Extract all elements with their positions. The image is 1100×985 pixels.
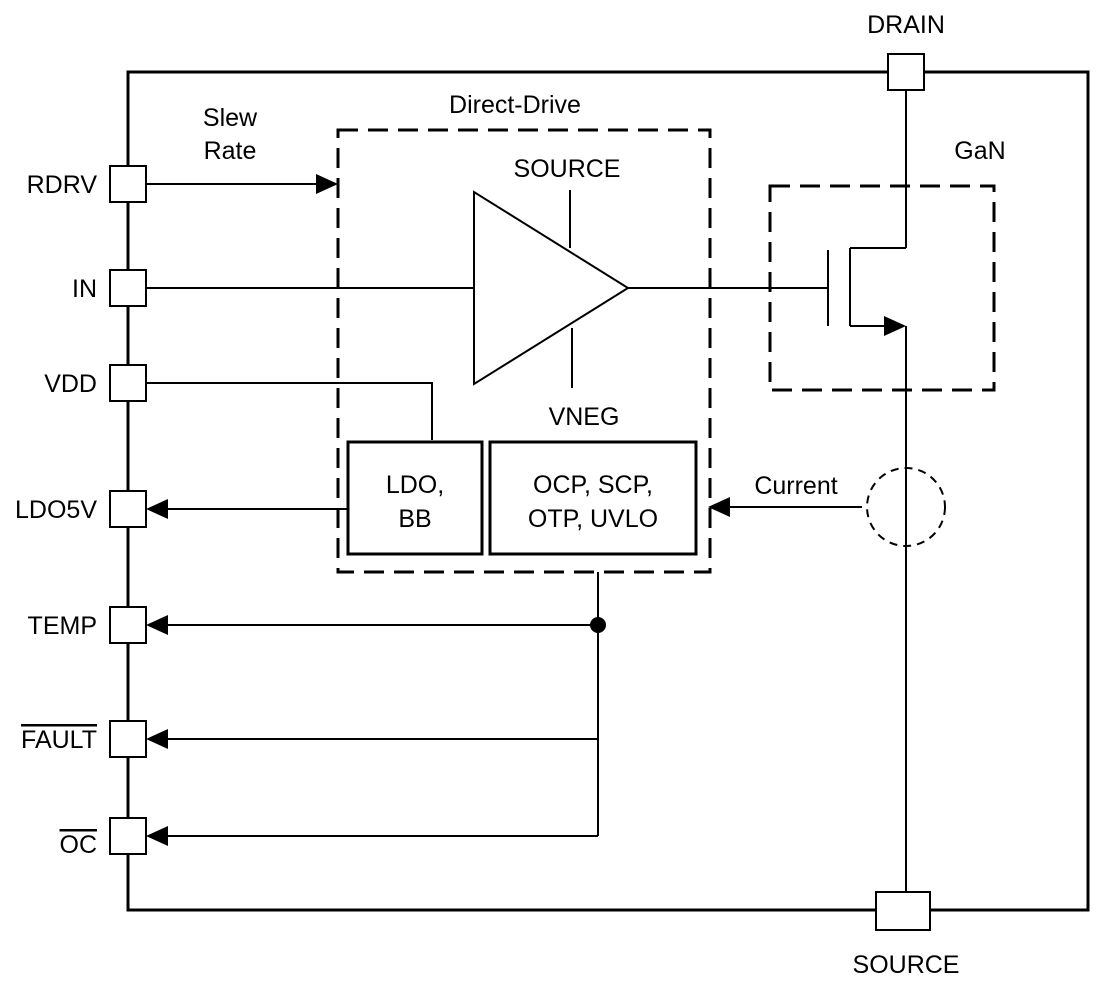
gate-driver-triangle — [473, 190, 630, 386]
ldo5v-arrow — [146, 499, 168, 519]
gan-label: GaN — [954, 137, 1005, 165]
direct-drive-region — [336, 128, 712, 574]
vdd-label: VDD — [44, 370, 97, 398]
driver-vneg-label: VNEG — [549, 403, 620, 431]
slew-rate-label-line2: Rate — [204, 137, 257, 165]
ldo5v-pad — [109, 490, 147, 528]
current-arrow — [708, 497, 730, 517]
fault-arrow — [146, 729, 168, 749]
driver-source-label: SOURCE — [514, 155, 621, 183]
fet-arrow — [884, 316, 906, 336]
protection-block — [488, 440, 698, 556]
temp-arrow — [146, 615, 168, 635]
current-sense-circle — [866, 467, 946, 547]
current-label: Current — [754, 472, 837, 500]
protection-label-line2: OTP, UVLO — [528, 505, 658, 533]
temp-pad — [109, 606, 147, 644]
drain-label: DRAIN — [867, 11, 945, 39]
ldo-label-line1: LDO, — [386, 471, 444, 499]
ldo5v-label: LDO5V — [15, 496, 97, 524]
rdrv-pad — [109, 165, 147, 203]
oc-label: OC — [60, 831, 98, 859]
source-label: SOURCE — [853, 951, 960, 979]
vdd-line — [146, 382, 433, 440]
rdrv-label: RDRV — [27, 171, 98, 199]
protection-label-line1: OCP, SCP, — [533, 471, 653, 499]
rdrv-arrow — [316, 174, 338, 194]
ldo-block — [346, 440, 484, 556]
slew-rate-label-line1: Slew — [203, 104, 258, 132]
source-pad — [875, 891, 931, 931]
fault-label: FAULT — [21, 726, 97, 754]
temp-label: TEMP — [28, 612, 97, 640]
in-label: IN — [72, 275, 97, 303]
oc-arrow — [146, 826, 168, 846]
fault-pad — [109, 720, 147, 758]
ldo-label-line2: BB — [398, 505, 431, 533]
oc-pad — [109, 817, 147, 855]
direct-drive-label: Direct-Drive — [449, 91, 581, 119]
vdd-pad — [109, 364, 147, 402]
drain-pad — [887, 53, 925, 91]
in-pad — [109, 269, 147, 307]
